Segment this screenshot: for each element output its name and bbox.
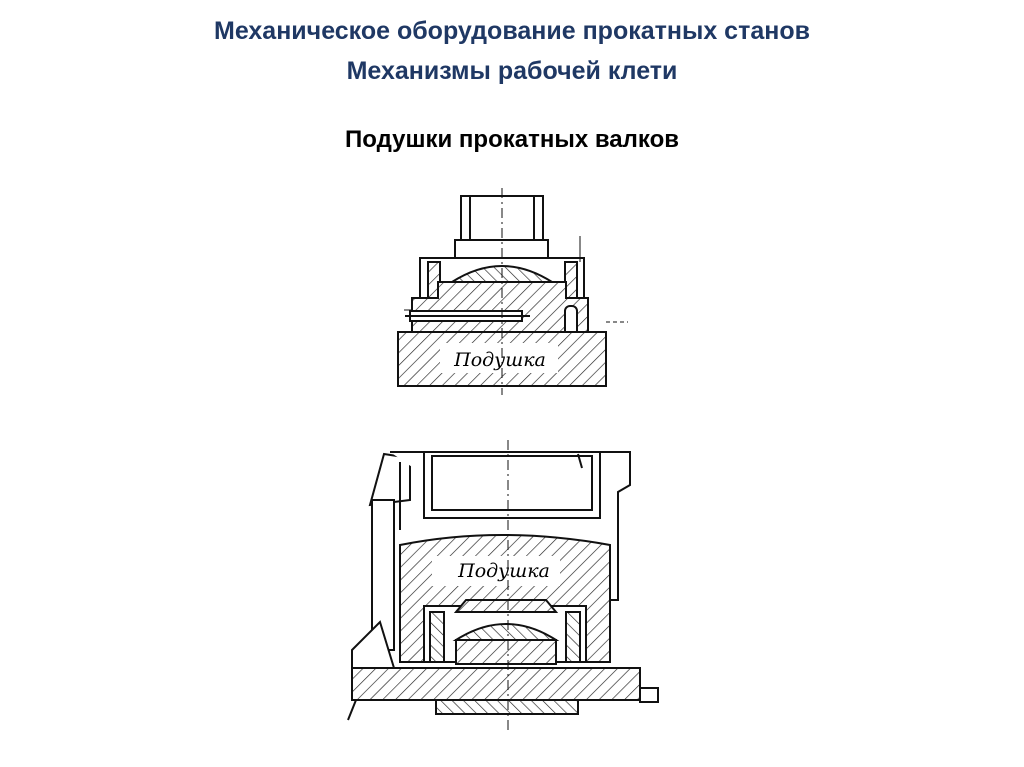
top-chock-label: Подушка — [453, 349, 546, 371]
slide-subtitle: Подушки прокатных валков — [345, 126, 679, 153]
top-chock-figure — [397, 188, 628, 395]
slide-title-line1: Механическое оборудование прокатных стан… — [214, 17, 810, 45]
bottom-spherical-pad — [452, 623, 560, 641]
bottom-screw — [435, 699, 579, 715]
bottom-chock-label: Подушка — [457, 560, 550, 582]
slide-title-line2: Механизмы рабочей клети — [346, 57, 678, 85]
bottom-chock-figure — [347, 440, 659, 730]
